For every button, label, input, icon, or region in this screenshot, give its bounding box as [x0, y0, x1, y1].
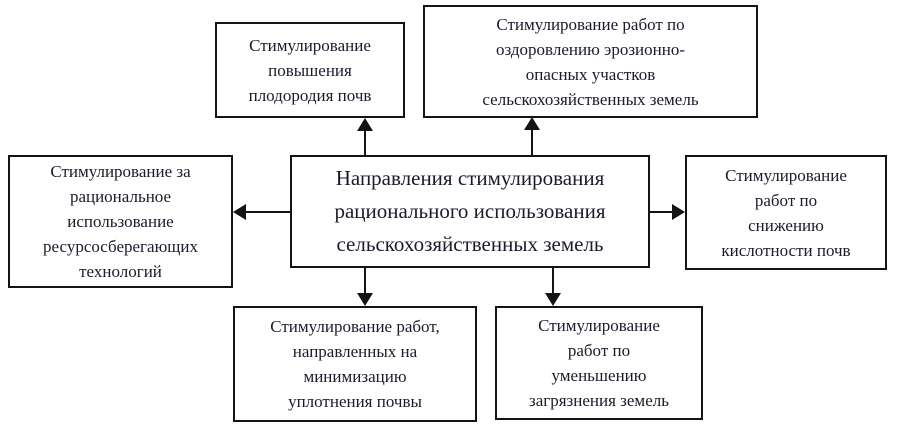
node-acidity-reduction: Стимулирование работ по снижению кислотн…: [685, 155, 887, 270]
arrow-stem: [364, 129, 366, 156]
node-soil-fertility-label: Стимулирование повышения плодородия почв: [248, 35, 372, 105]
node-erosion-rehabilitation: Стимулирование работ по оздоровлению эро…: [423, 5, 758, 118]
node-pollution-reduction: Стимулирование работ по уменьшению загря…: [495, 306, 703, 420]
arrow-stem: [531, 128, 533, 156]
node-resource-saving-technologies: Стимулирование за рациональное использов…: [8, 155, 233, 288]
node-erosion-rehabilitation-label: Стимулирование работ по оздоровлению эро…: [482, 14, 699, 109]
node-center-title: Направления стимулирования рационального…: [290, 155, 650, 268]
arrow-stem: [364, 268, 366, 295]
arrowhead-left-icon: [233, 204, 246, 220]
arrow-stem: [650, 211, 673, 213]
arrowhead-down-icon: [545, 293, 561, 306]
arrowhead-down-icon: [357, 293, 373, 306]
arrowhead-up-icon: [357, 118, 373, 131]
node-soil-fertility: Стимулирование повышения плодородия почв: [215, 22, 405, 118]
node-acidity-reduction-label: Стимулирование работ по снижению кислотн…: [721, 165, 851, 260]
arrowhead-up-icon: [524, 117, 540, 130]
node-compaction-minimization: Стимулирование работ, направленных на ми…: [233, 306, 477, 422]
arrow-stem: [245, 211, 290, 213]
node-center-title-label: Направления стимулирования рационального…: [334, 166, 606, 256]
arrowhead-right-icon: [672, 204, 685, 220]
node-resource-saving-technologies-label: Стимулирование за рациональное использов…: [43, 162, 198, 281]
node-pollution-reduction-label: Стимулирование работ по уменьшению загря…: [529, 316, 669, 410]
arrow-stem: [552, 268, 554, 295]
node-compaction-minimization-label: Стимулирование работ, направленных на ми…: [270, 317, 440, 411]
